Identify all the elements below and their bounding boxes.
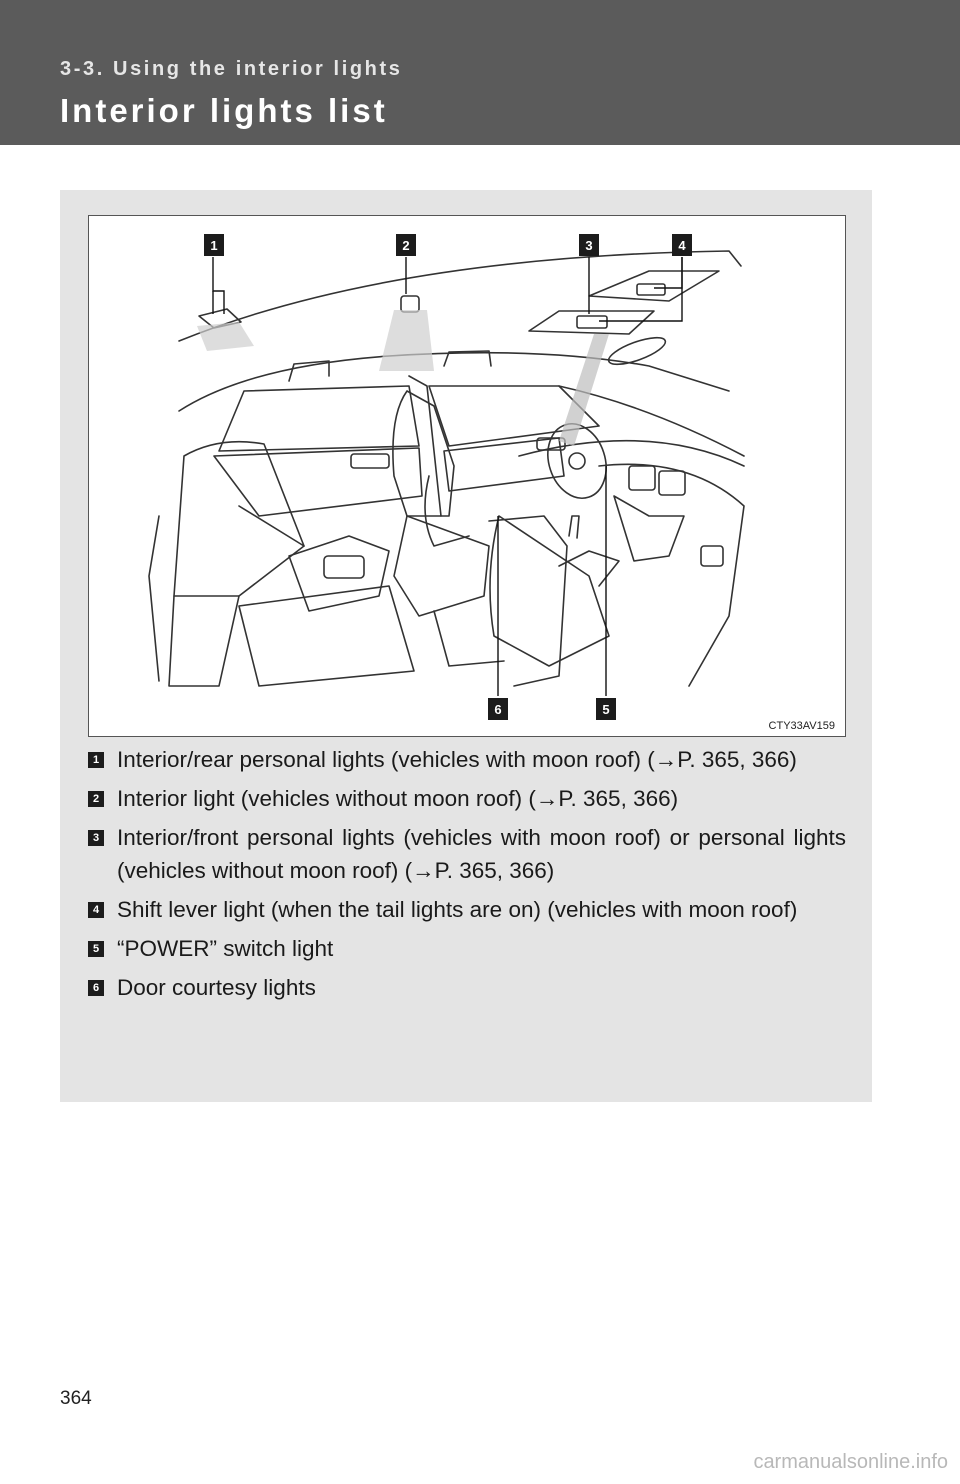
car-interior-drawing: 1 2 3 4 5 6 [148,234,745,720]
item-number-badge: 4 [88,902,104,918]
item-number-badge: 1 [88,752,104,768]
callout-2-label: 2 [402,238,409,253]
figure-code: CTY33AV159 [768,720,835,732]
page-header: 3-3. Using the interior lights Interior … [0,0,960,145]
list-item: 3 Interior/front personal lights (vehicl… [86,821,846,887]
list-item: 1 Interior/rear personal lights (vehicle… [86,743,846,776]
callout-6: 6 [488,698,508,720]
item-number-badge: 3 [88,830,104,846]
callout-1: 1 [204,234,224,256]
callout-2: 2 [396,234,416,256]
interior-illustration: 1 2 3 4 5 6 CTY33AV159 [88,215,846,737]
list-item: 5 “POWER” switch light [86,932,846,965]
callout-5-label: 5 [602,702,609,717]
page-title: Interior lights list [60,92,388,129]
watermark: carmanualsonline.info [753,1451,948,1473]
item-text: Door courtesy lights [117,975,316,1000]
item-text: Shift lever light (when the tail lights … [117,897,798,922]
item-text: “POWER” switch light [117,936,334,961]
list-item: 2 Interior light (vehicles without moon … [86,782,846,815]
item-text: Interior light (vehicles without moon ro… [117,786,679,811]
callout-4-label: 4 [678,238,686,253]
item-text: Interior/front personal lights (vehicles… [117,825,846,883]
callout-4: 4 [672,234,692,256]
list-item: 4 Shift lever light (when the tail light… [86,893,846,926]
page-number: 364 [60,1388,92,1409]
content-panel: 1 2 3 4 5 6 CTY33AV159 [60,190,872,1102]
list-item: 6 Door courtesy lights [86,971,846,1004]
item-number-badge: 2 [88,791,104,807]
callout-3: 3 [579,234,599,256]
item-number-badge: 5 [88,941,104,957]
callout-6-label: 6 [494,702,501,717]
callout-3-label: 3 [585,238,592,253]
item-number-badge: 6 [88,980,104,996]
callout-5: 5 [596,698,616,720]
section-heading: 3-3. Using the interior lights [60,58,403,80]
item-text: Interior/rear personal lights (vehicles … [117,747,797,772]
callout-1-label: 1 [210,238,217,253]
lights-list: 1 Interior/rear personal lights (vehicle… [86,743,846,1010]
